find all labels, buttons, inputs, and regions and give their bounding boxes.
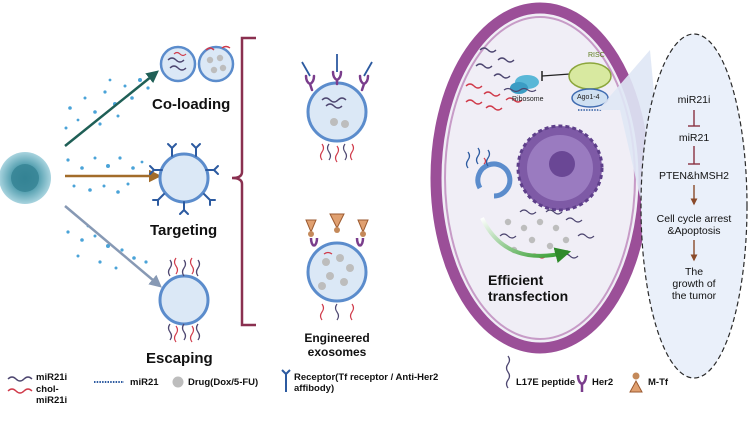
pathway-step-5c: the tumor <box>671 290 717 302</box>
pathway-step-mir21: miR21 <box>678 132 710 144</box>
engineered-exosomes-title: Engineered exosomes <box>294 331 380 359</box>
legend-her2-label: Her2 <box>592 377 614 388</box>
pathway-step-4b: &Apoptosis <box>667 225 721 237</box>
ribosome <box>503 75 539 94</box>
pathway-step-tumor-growth: The growth of the tumor <box>648 266 740 302</box>
legend-mtf-label: M-Tf <box>648 377 669 388</box>
legend-drug-label: Drug(Dox/5-FU) <box>188 377 259 388</box>
risc-complex <box>568 62 612 111</box>
step-label-escaping: Escaping <box>146 350 213 367</box>
legend-receptor-line-2: affibody) <box>294 383 335 394</box>
escaping-arrow <box>64 205 162 288</box>
targeting-vesicle <box>149 143 219 215</box>
mirna-cluster-top <box>475 47 515 79</box>
ribosome-label: Ribosome <box>512 96 544 103</box>
coloading-vesicle-mirna <box>159 45 197 83</box>
engineered-exosome-top <box>301 54 373 163</box>
legend-drug-icon <box>172 376 184 388</box>
legend-chol-mir21i-icon <box>7 388 33 394</box>
step-label-targeting: Targeting <box>150 222 218 239</box>
legend-chol-mir21i-label: chol- miR21i <box>36 384 67 406</box>
legend-mir21-label: miR21 <box>130 377 159 388</box>
legend-her2-icon <box>576 374 588 392</box>
escaping-vesicle <box>158 257 210 343</box>
particle-cloud-bottom <box>66 224 148 270</box>
particle-cloud-top <box>64 78 150 130</box>
legend-receptor-label: Receptor(Tf receptor / Anti-Her2 affibod… <box>294 372 438 394</box>
chol-mirna-cluster <box>465 83 523 111</box>
legend-mir21i-icon <box>7 376 33 382</box>
pathway-step-5b: growth of <box>672 278 716 290</box>
ago-label: Ago1-4 <box>577 94 600 101</box>
efficient-line-2: transfection <box>488 288 569 304</box>
engineered-exosome-bottom <box>305 213 369 321</box>
pathway-step-5a: The <box>684 266 704 278</box>
engineered-line-1: Engineered <box>304 331 370 345</box>
legend-mtf-icon <box>629 372 643 393</box>
legend-chol-line-2: miR21i <box>36 395 68 406</box>
inhibition-line <box>541 73 571 77</box>
legend-receptor-line-1: Receptor(Tf receptor / Anti-Her2 <box>294 372 439 383</box>
legend-l17e-label: L17E peptide <box>516 377 576 388</box>
legend-l17e-icon <box>505 355 511 389</box>
pathway-step-mir21i: miR21i <box>677 94 711 106</box>
pathway-panel <box>640 33 748 379</box>
coloading-arrow <box>64 70 159 147</box>
coloading-vesicle-drug <box>197 45 235 83</box>
efficient-line-1: Efficient <box>488 272 544 288</box>
pathway-step-4a: Cell cycle arrest <box>656 213 732 225</box>
step-label-coloading: Co-loading <box>152 96 231 113</box>
pathway-inhibitions <box>688 110 700 165</box>
pathway-step-pten: PTEN&hMSH2 <box>658 170 730 182</box>
engineered-line-2: exosomes <box>307 345 367 359</box>
internalized-exosome <box>465 147 513 199</box>
grouping-bracket <box>231 36 256 327</box>
particle-cloud-middle <box>66 156 144 194</box>
risc-label: RISC <box>588 52 605 59</box>
legend-receptor-icon <box>281 369 291 392</box>
efficient-transfection-title: Efficient transfection <box>488 272 568 304</box>
nucleolus <box>549 151 575 177</box>
pathway-step-apoptosis: Cell cycle arrest &Apoptosis <box>648 213 740 237</box>
source-cell-nucleus <box>11 164 39 192</box>
legend-mir21i-label: miR21i <box>36 372 68 383</box>
recipient-cell-inner-membrane <box>444 16 636 340</box>
legend-chol-line-1: chol- <box>36 384 59 395</box>
transfection-arrow <box>480 217 572 263</box>
